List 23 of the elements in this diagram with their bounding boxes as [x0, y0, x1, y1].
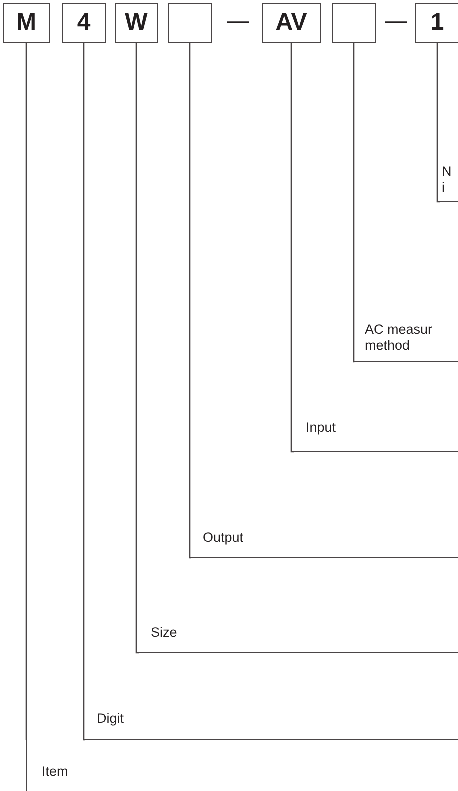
leader-line	[26, 43, 28, 740]
leader-line	[436, 43, 440, 203]
leader-line	[83, 43, 86, 741]
leader-line	[352, 43, 355, 363]
field-label: Output	[191, 530, 458, 558]
separator-dash: —	[227, 8, 249, 34]
code-box: 4	[62, 3, 106, 43]
field-label: Size	[139, 625, 458, 653]
code-box: AV	[262, 3, 321, 43]
code-box: W	[115, 3, 158, 43]
field-label: AC measur method	[353, 322, 458, 362]
field-label: N i	[440, 164, 458, 202]
separator-dash: —	[385, 8, 407, 34]
blank-code-box	[168, 3, 212, 43]
leader-line	[290, 43, 294, 453]
blank-code-box	[332, 3, 376, 43]
field-label: Digit	[85, 711, 458, 740]
leader-line	[136, 43, 140, 654]
field-label: Input	[294, 420, 458, 452]
field-label: Item	[26, 740, 126, 791]
leader-line	[189, 43, 192, 559]
code-box: 1	[415, 3, 458, 43]
code-box: M	[3, 3, 50, 43]
